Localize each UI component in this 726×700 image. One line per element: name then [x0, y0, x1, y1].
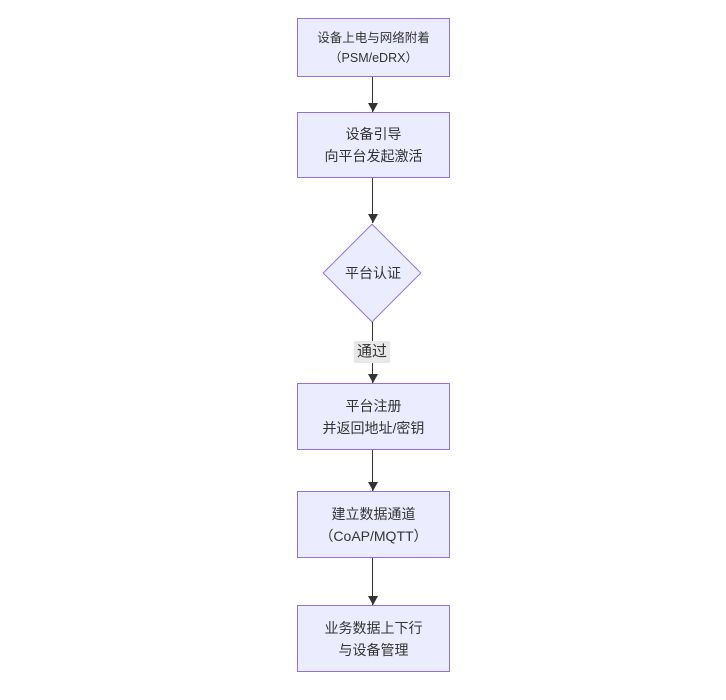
node-label-line: 设备引导 [345, 126, 402, 142]
edge-arrow-5 [367, 558, 378, 605]
arrowhead-icon [367, 214, 378, 223]
edge-arrow-2 [367, 178, 378, 223]
node-business-data: 业务数据上下行 与设备管理 [297, 605, 450, 672]
node-label-line: 平台注册 [345, 397, 402, 414]
arrowhead-icon [367, 596, 378, 605]
decision-platform-auth-label: 平台认证 [345, 265, 401, 281]
node-device-bootstrap: 设备引导 向平台发起激活 [297, 112, 450, 178]
node-data-channel: 建立数据通道 （CoAP/MQTT） [297, 491, 450, 558]
node-platform-register: 平台注册 并返回地址/密钥 [297, 383, 450, 450]
node-label-line: （CoAP/MQTT） [319, 527, 428, 544]
node-label-line: 并返回地址/密钥 [322, 419, 425, 436]
edge-label-pass: 通过 [353, 341, 391, 363]
edge-arrow-1 [367, 77, 378, 112]
node-label-line: 建立数据通道 [331, 505, 416, 522]
node-label-line: 向平台发起激活 [324, 148, 423, 164]
node-power-network-attach: 设备上电与网络附着 （PSM/eDRX） [297, 18, 450, 77]
node-label-line: 业务数据上下行 [324, 619, 423, 636]
arrowhead-icon [367, 482, 378, 491]
arrowhead-icon [367, 103, 378, 112]
node-label-line: 与设备管理 [338, 641, 409, 658]
arrowhead-icon [367, 374, 378, 383]
node-label-line: 设备上电与网络附着 [317, 30, 430, 45]
node-label-line: （PSM/eDRX） [329, 50, 418, 65]
edge-arrow-4 [367, 450, 378, 491]
